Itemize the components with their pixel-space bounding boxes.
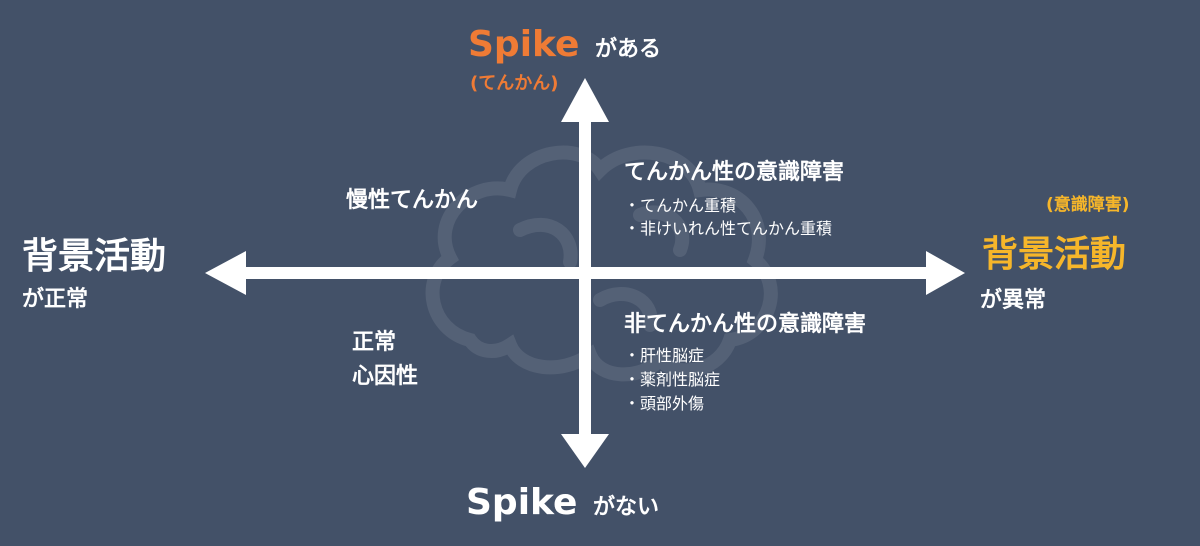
quadrant-top-right-list: てんかん重積 非けいれん性てんかん重積 [624,194,832,240]
bottom-spike-word: Spike [466,482,578,523]
quadrant-bottom-right-list: 肝性脳症 薬剤性脳症 頭部外傷 [624,344,720,416]
axis-arrow-down-icon [561,434,609,468]
list-item: てんかん重積 [624,194,832,217]
quadrant-top-left-label: 慢性てんかん [346,188,479,213]
right-axis-note: (意識障害) [1046,195,1130,215]
top-spike-word: Spike [468,24,580,65]
quadrant-bottom-left-line1: 正常 [352,330,397,355]
top-axis-label: Spike がある [468,24,661,65]
list-item: 肝性脳症 [624,344,720,368]
list-item: 薬剤性脳症 [624,368,720,392]
top-suffix: がある [595,37,662,62]
quadrant-bottom-right-heading: 非てんかん性の意識障害 [624,312,867,337]
horizontal-axis [205,251,965,295]
bottom-axis-label: Spike がない [466,482,659,523]
list-item: 非けいれん性てんかん重積 [624,217,832,240]
axis-arrow-up-icon [561,78,609,122]
top-sub-label: (てんかん) [470,73,559,94]
axis-arrow-right-icon [926,251,965,295]
right-axis-title: 背景活動 [982,234,1127,275]
brain-icon [425,145,778,382]
list-item: 頭部外傷 [624,392,720,416]
right-axis-suffix: が異常 [980,288,1047,313]
axis-arrow-left-icon [205,251,246,295]
left-axis-title: 背景活動 [22,236,167,277]
quadrant-bottom-left-line2: 心因性 [352,364,419,389]
bottom-suffix: がない [593,495,660,520]
left-axis-suffix: が正常 [22,287,89,312]
quadrant-top-right-heading: てんかん性の意識障害 [624,160,845,185]
